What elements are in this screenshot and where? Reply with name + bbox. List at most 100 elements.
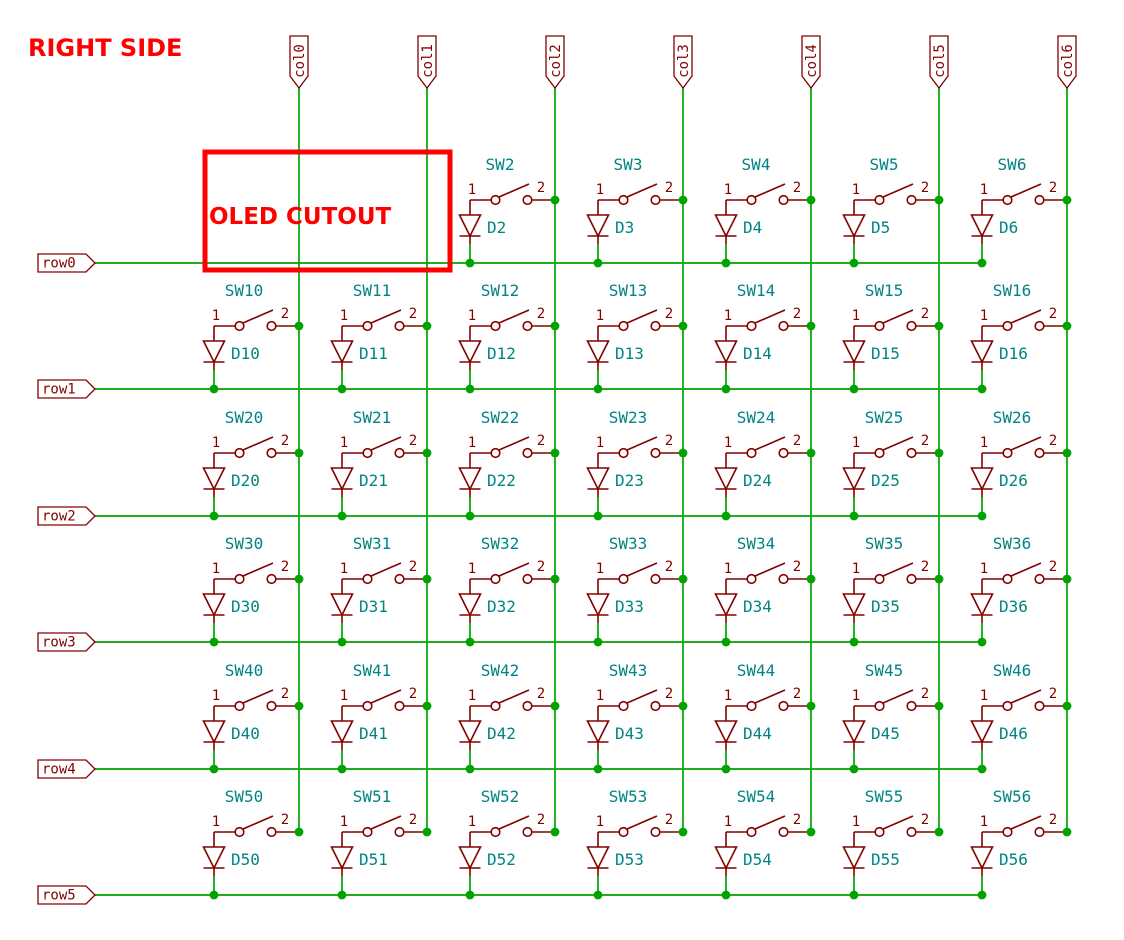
diode-triangle: [586, 340, 610, 364]
junction-dot-column: [550, 321, 560, 331]
pin-number-2: 2: [921, 686, 929, 702]
switch-contact-right: [522, 573, 533, 585]
junction-dot-column: [1062, 574, 1072, 584]
switch-contact-right: [266, 447, 277, 459]
junction-dot-column: [934, 701, 944, 711]
switch-symbol-SW51: [342, 815, 427, 838]
col-flag-label-col2: col2: [548, 44, 564, 78]
pin-number-2: 2: [537, 306, 545, 322]
junction-dot-column: [806, 701, 816, 711]
pin-number-2: 2: [1049, 812, 1057, 828]
diode-symbol-D13: [586, 326, 610, 370]
diode-ref-label: D20: [231, 471, 260, 490]
switch-ref-label: SW6: [998, 155, 1027, 174]
diode-triangle: [330, 846, 354, 870]
pin-number-1: 1: [340, 561, 348, 577]
diode-triangle: [330, 593, 354, 617]
junction-dot-row: [209, 384, 219, 394]
junction-dot-row: [593, 637, 603, 647]
pin-number-1: 1: [724, 688, 732, 704]
diode-triangle: [970, 593, 994, 617]
switch-contact-right: [650, 447, 661, 459]
switch-arm: [626, 689, 658, 704]
pin-number-1: 1: [724, 435, 732, 451]
switch-ref-label: SW45: [865, 661, 904, 680]
switch-contact-left: [234, 573, 245, 585]
diode-ref-label: D35: [871, 597, 900, 616]
switch-contact-right: [394, 447, 405, 459]
pin-number-2: 2: [1049, 686, 1057, 702]
junction-dot-row: [465, 384, 475, 394]
junction-dot-column: [934, 574, 944, 584]
switch-contact-right: [778, 194, 789, 206]
pin-number-2: 2: [537, 180, 545, 196]
diode-symbol-D4: [714, 200, 738, 244]
pin-number-1: 1: [980, 435, 988, 451]
junction-dot-row: [593, 384, 603, 394]
switch-symbol-SW21: [342, 436, 427, 459]
diode-triangle: [458, 467, 482, 491]
switch-symbol-SW43: [598, 689, 683, 712]
pin-number-1: 1: [852, 814, 860, 830]
diode-triangle: [202, 720, 226, 744]
diode-symbol-D25: [842, 453, 866, 497]
switch-symbol-SW33: [598, 562, 683, 585]
diode-triangle: [842, 593, 866, 617]
junction-dot-row: [849, 764, 859, 774]
junction-dot-column: [934, 448, 944, 458]
pin-number-2: 2: [409, 812, 417, 828]
diode-ref-label: D43: [615, 724, 644, 743]
diode-triangle: [714, 846, 738, 870]
switch-contact-right: [1034, 447, 1045, 459]
pin-number-1: 1: [596, 688, 604, 704]
pin-number-1: 1: [724, 561, 732, 577]
junction-dot-row: [209, 764, 219, 774]
pin-number-1: 1: [724, 814, 732, 830]
diode-symbol-D26: [970, 453, 994, 497]
col-flag-col5: [929, 35, 949, 90]
switch-ref-label: SW14: [737, 281, 776, 300]
pin-number-1: 1: [468, 561, 476, 577]
junction-dot-column: [550, 574, 560, 584]
pin-number-1: 1: [980, 561, 988, 577]
switch-contact-left: [490, 447, 501, 459]
diode-ref-label: D42: [487, 724, 516, 743]
junction-dot-column: [678, 574, 688, 584]
junction-dot-column: [934, 195, 944, 205]
junction-dot-column: [294, 827, 304, 837]
diode-symbol-D53: [586, 832, 610, 876]
diode-symbol-D24: [714, 453, 738, 497]
diode-triangle: [714, 214, 738, 238]
pin-number-1: 1: [852, 688, 860, 704]
switch-ref-label: SW15: [865, 281, 904, 300]
switch-contact-right: [266, 573, 277, 585]
pin-number-1: 1: [340, 814, 348, 830]
switch-contact-right: [1034, 320, 1045, 332]
junction-dot-column: [422, 574, 432, 584]
junction-dot-column: [1062, 195, 1072, 205]
switch-symbol-SW11: [342, 309, 427, 332]
switch-contact-left: [1002, 320, 1013, 332]
switch-arm: [754, 689, 786, 704]
switch-contact-left: [490, 573, 501, 585]
switch-contact-left: [746, 700, 757, 712]
diode-triangle: [458, 214, 482, 238]
junction-dot-column: [678, 827, 688, 837]
junction-dot-column: [806, 195, 816, 205]
diode-symbol-D51: [330, 832, 354, 876]
switch-contact-right: [394, 826, 405, 838]
switch-ref-label: SW23: [609, 408, 648, 427]
col-flag-label-col4: col4: [804, 44, 820, 78]
diode-ref-label: D12: [487, 344, 516, 363]
diode-symbol-D41: [330, 706, 354, 750]
diode-triangle: [714, 340, 738, 364]
junction-dot-row: [593, 511, 603, 521]
